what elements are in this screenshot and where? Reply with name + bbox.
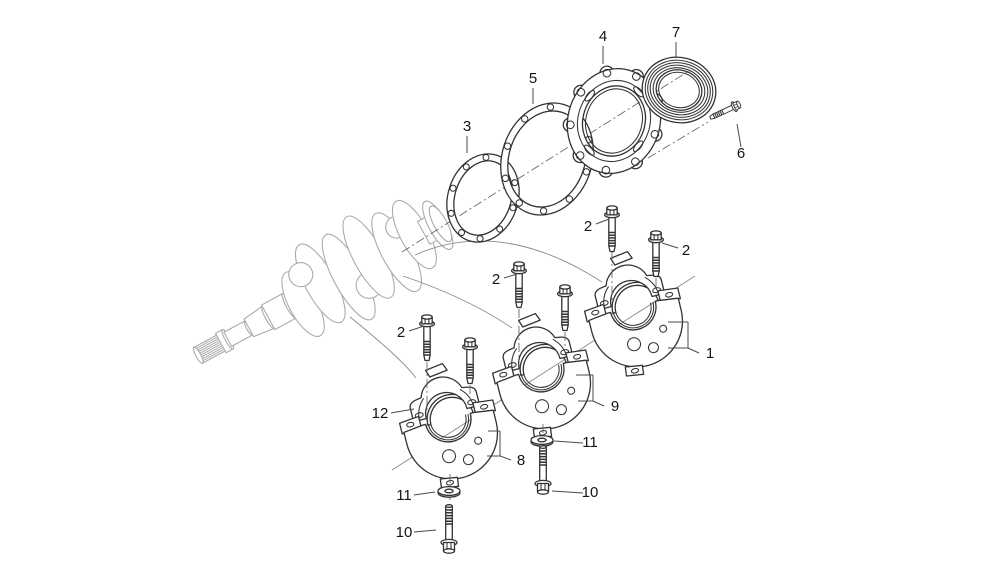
leader-6	[736, 123, 742, 148]
callout-leaders	[390, 42, 742, 533]
callout-label-11-right: 11	[582, 434, 598, 451]
leader-2d	[408, 325, 425, 332]
sweep-curve-middle	[402, 275, 513, 329]
callout-label-5: 5	[529, 70, 537, 87]
callout-label-2a: 2	[584, 218, 592, 235]
leader-10-left	[413, 529, 437, 533]
sweep-curve-right	[414, 240, 603, 283]
callout-label-6: 6	[737, 145, 745, 162]
callout-labels: 4 7 5 3 6 2 2 2 2 1 9 12 8 11 10 11 10	[372, 24, 746, 541]
washer-11-right	[530, 434, 554, 447]
bolt-2-d	[556, 284, 574, 332]
callout-label-10-left: 10	[396, 524, 413, 541]
bolt-2-f	[461, 337, 479, 385]
callout-label-2d: 2	[397, 324, 405, 341]
bolt-10-right	[534, 444, 552, 495]
leader-2b	[661, 242, 679, 249]
callout-label-9: 9	[611, 398, 619, 415]
callout-label-1: 1	[706, 345, 714, 362]
bolt-2-c	[510, 261, 528, 309]
leader-11-right	[553, 440, 584, 444]
bearing-cap-assembly-1	[573, 242, 696, 385]
callout-label-11-left: 11	[396, 487, 412, 504]
bolt-2-e	[418, 314, 436, 362]
crankshaft-ghost	[192, 199, 454, 364]
callout-label-7: 7	[672, 24, 680, 41]
leader-11-left	[413, 491, 436, 496]
leader-8	[487, 430, 512, 461]
callout-label-3: 3	[463, 118, 471, 135]
leader-10-right	[551, 490, 584, 494]
bolt-axis-lines	[426, 252, 657, 503]
cap-axis-line	[391, 275, 696, 471]
callout-label-8: 8	[517, 452, 525, 469]
callout-label-2c: 2	[492, 271, 500, 288]
leader-2a	[595, 218, 610, 225]
bolt-10-left	[440, 503, 458, 554]
callout-label-12: 12	[372, 405, 389, 422]
bolt-2-a	[603, 205, 621, 253]
bolt-2-b	[647, 230, 665, 278]
sweep-curve-left	[349, 316, 417, 379]
leader-1	[668, 321, 700, 354]
leader-9	[576, 374, 605, 407]
washer-11-left	[437, 485, 461, 498]
callout-label-4: 4	[599, 28, 607, 45]
leader-2c	[503, 273, 518, 279]
gasket-3	[446, 153, 520, 243]
oil-seal-7	[641, 56, 717, 124]
callout-label-2b: 2	[682, 242, 690, 259]
bolt-6-axis-line	[647, 121, 709, 159]
callout-label-10-right: 10	[582, 484, 599, 501]
leader-12	[390, 408, 415, 414]
